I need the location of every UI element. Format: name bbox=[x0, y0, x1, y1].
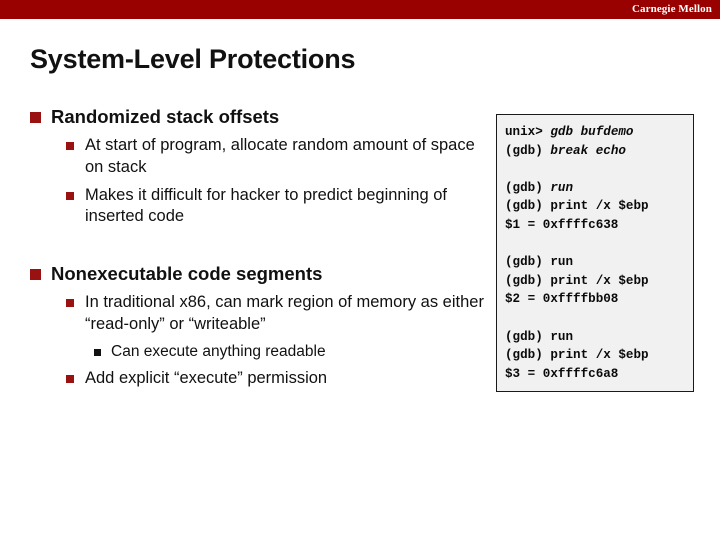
bullet-square-icon bbox=[66, 142, 74, 151]
terminal-command: run bbox=[550, 180, 574, 195]
slide-body: Randomized stack offsets At start of prog… bbox=[30, 105, 485, 390]
bullet-level3-label: Can execute anything readable bbox=[111, 342, 326, 360]
bullet-level2: In traditional x86, can mark region of m… bbox=[66, 292, 485, 336]
bullet-level2: Makes it difficult for hacker to predict… bbox=[66, 185, 485, 229]
terminal-line: (gdb) break echo bbox=[505, 142, 693, 161]
terminal-prompt: unix> bbox=[505, 125, 551, 139]
terminal-line: (gdb) run bbox=[505, 328, 693, 347]
terminal-prompt: (gdb) bbox=[505, 329, 551, 344]
bullet-level2-label: At start of program, allocate random amo… bbox=[85, 136, 475, 176]
terminal-prompt: (gdb) bbox=[505, 348, 551, 363]
bullet-square-icon bbox=[30, 269, 41, 281]
terminal-output: $1 = 0xffffc638 bbox=[505, 217, 619, 232]
terminal-blank-line bbox=[505, 235, 693, 254]
terminal-output: $2 = 0xffffbb08 bbox=[505, 292, 619, 307]
terminal-command: print /x $ebp bbox=[550, 199, 649, 214]
bullet-square-icon bbox=[30, 112, 41, 123]
bullet-level1: Randomized stack offsets bbox=[30, 105, 485, 129]
gdb-terminal-box: unix> gdb bufdemo(gdb) break echo (gdb) … bbox=[496, 114, 694, 392]
bullet-square-icon bbox=[66, 191, 74, 200]
bullet-level2: At start of program, allocate random amo… bbox=[66, 135, 485, 179]
terminal-output: $3 = 0xffffc6a8 bbox=[505, 366, 619, 381]
terminal-prompt: (gdb) bbox=[505, 255, 551, 270]
terminal-command: print /x $ebp bbox=[550, 348, 649, 363]
bullet-square-icon bbox=[94, 348, 101, 356]
bullet-square-icon bbox=[66, 299, 74, 308]
bullet-level2-label: Add explicit “execute” permission bbox=[85, 369, 328, 388]
terminal-blank-line bbox=[505, 309, 693, 328]
terminal-line: (gdb) print /x $ebp bbox=[505, 197, 693, 216]
bullet-level2-label: In traditional x86, can mark region of m… bbox=[85, 293, 484, 333]
terminal-line: (gdb) run bbox=[505, 179, 693, 198]
terminal-line: $2 = 0xffffbb08 bbox=[505, 290, 693, 309]
terminal-line: $3 = 0xffffc6a8 bbox=[505, 365, 693, 384]
bullet-level2-label: Makes it difficult for hacker to predict… bbox=[85, 185, 447, 226]
terminal-prompt: (gdb) bbox=[505, 143, 551, 158]
terminal-command: break echo bbox=[550, 143, 626, 158]
terminal-command: run bbox=[550, 255, 574, 270]
brand-banner: Carnegie Mellon bbox=[0, 0, 720, 19]
bullet-level1-label: Nonexecutable code segments bbox=[51, 263, 323, 285]
terminal-blank-line bbox=[505, 160, 693, 179]
terminal-prompt: (gdb) bbox=[505, 180, 551, 195]
terminal-prompt: (gdb) bbox=[505, 273, 551, 288]
terminal-prompt: (gdb) bbox=[505, 199, 551, 214]
institution-name: Carnegie Mellon bbox=[631, 3, 712, 15]
terminal-line: unix> gdb bufdemo bbox=[505, 123, 693, 142]
terminal-command: run bbox=[550, 329, 574, 344]
bullet-level1-label: Randomized stack offsets bbox=[51, 106, 280, 127]
terminal-line: $1 = 0xffffc638 bbox=[505, 216, 693, 235]
terminal-line: (gdb) run bbox=[505, 253, 693, 272]
bullet-level1: Nonexecutable code segments bbox=[30, 262, 485, 286]
terminal-line: (gdb) print /x $ebp bbox=[505, 346, 693, 365]
section-spacer bbox=[30, 228, 485, 262]
bullet-square-icon bbox=[66, 375, 74, 384]
bullet-level3: Can execute anything readable bbox=[94, 342, 485, 362]
terminal-line: (gdb) print /x $ebp bbox=[505, 272, 693, 291]
terminal-command: print /x $ebp bbox=[550, 273, 649, 288]
page-title: System-Level Protections bbox=[30, 44, 356, 74]
terminal-command: gdb bufdemo bbox=[550, 125, 634, 139]
bullet-level2: Add explicit “execute” permission bbox=[66, 368, 485, 390]
